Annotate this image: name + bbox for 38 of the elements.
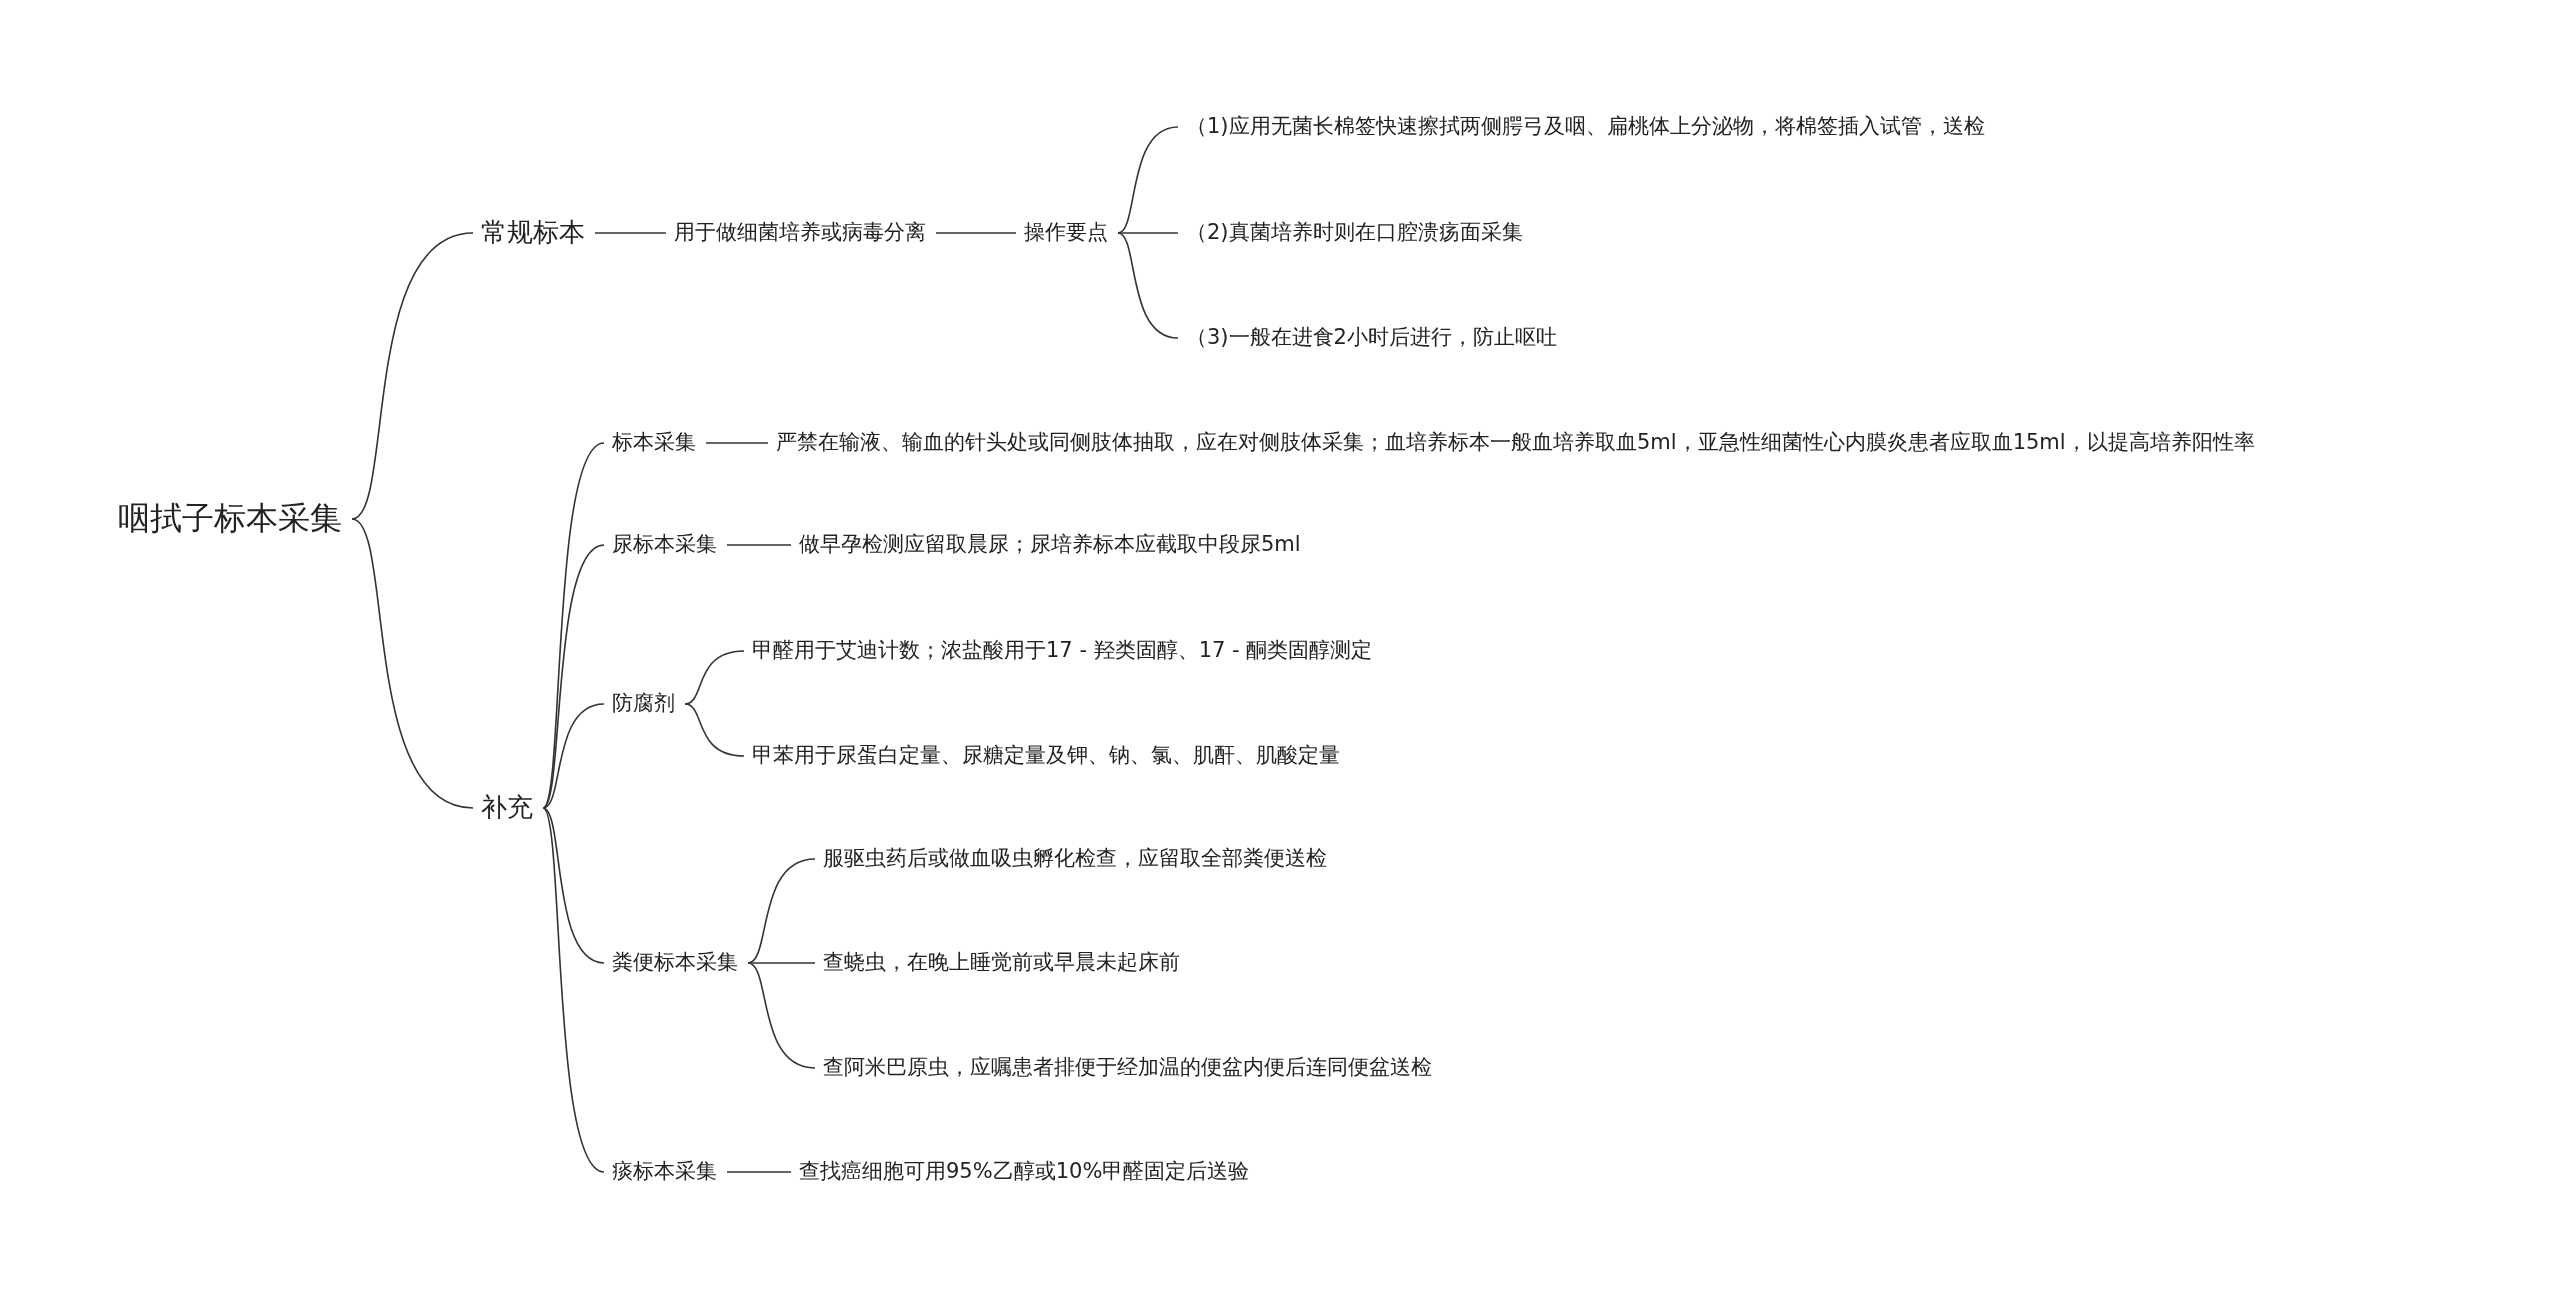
connector-line [594,232,667,234]
connector-line [747,962,816,964]
connector-line [351,232,474,520]
topic-text: 常规标本 [475,214,591,252]
connector-line [542,807,605,1173]
connector-line [1117,126,1179,234]
topic-text: 做早孕检测应留取晨尿；尿培养标本应截取中段尿5ml [793,529,1307,561]
topic-text: 查找癌细胞可用95%乙醇或10%甲醛固定后送验 [793,1156,1256,1188]
topic-text: 标本采集 [606,427,702,459]
topic-text: 查蛲虫，在晚上睡觉前或早晨未起床前 [817,947,1186,979]
topic-text: 尿标本采集 [606,529,723,561]
connector-line [1117,232,1179,234]
topic-text: 防腐剂 [606,688,681,720]
connector-line [726,544,792,546]
topic-text: 甲醛用于艾迪计数；浓盐酸用于17 - 羟类固醇、17 - 酮类固醇测定 [746,635,1379,667]
connector-line [935,232,1017,234]
connector-line [705,442,769,444]
connector-line [542,544,605,809]
topic-text: 用于做细菌培养或病毒分离 [668,217,932,249]
topic-text: 痰标本采集 [606,1156,723,1188]
topic-text: （2)真菌培养时则在口腔溃疡面采集 [1180,217,1529,249]
connector-line [684,703,745,757]
connector-line [542,703,605,809]
connector-line [726,1171,792,1173]
topic-text: 甲苯用于尿蛋白定量、尿糖定量及钾、钠、氯、肌酐、肌酸定量 [746,740,1346,772]
connector-line [1117,232,1179,339]
topic-text: 服驱虫药后或做血吸虫孵化检查，应留取全部粪便送检 [817,843,1333,875]
connector-line [351,518,474,809]
connector-line [747,962,816,1069]
topic-text: （1)应用无菌长棉签快速擦拭两侧腭弓及咽、扁桃体上分泌物，将棉签插入试管，送检 [1180,111,1991,143]
connector-line [542,807,605,964]
central-topic: 咽拭子标本采集 [112,496,348,542]
topic-text: 补充 [475,789,539,827]
topic-text: 查阿米巴原虫，应嘱患者排便于经加温的便盆内便后连同便盆送检 [817,1052,1438,1084]
topic-text: 粪便标本采集 [606,947,744,979]
topic-text: 严禁在输液、输血的针头处或同侧肢体抽取，应在对侧肢体采集；血培养标本一般血培养取血5ml，亚急性细菌性心内膜炎患者应取血15ml，以提高培养阳性率 [770,427,2261,459]
topic-text: （3)一般在进食2小时后进行，防止呕吐 [1180,322,1563,354]
topic-text: 操作要点 [1018,217,1114,249]
